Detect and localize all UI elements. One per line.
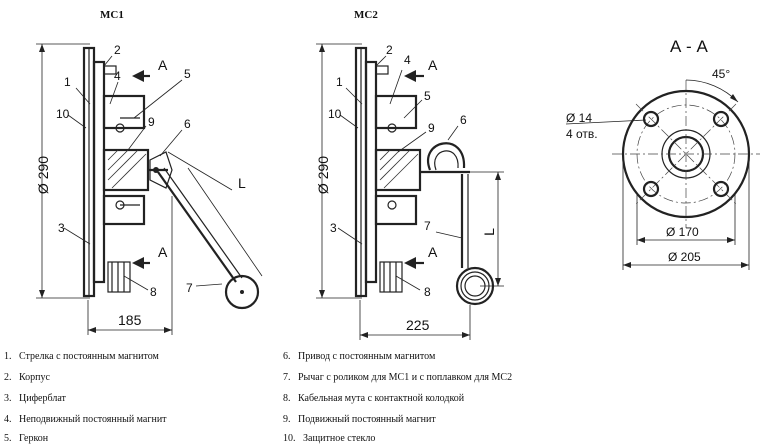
mc2-section-mark-bottom: А <box>428 244 438 260</box>
mc2-title: МС2 <box>354 9 378 21</box>
mc1-part-7: 7 <box>186 281 193 295</box>
legend-item: 3. Циферблат <box>4 393 66 404</box>
mc1-part-4: 4 <box>114 69 121 83</box>
legend-item: 7. Рычаг с роликом для МС1 и с поплавком… <box>283 372 513 383</box>
section-a-a: А - А 45° Ø 14 4 отв. Ø 170 Ø 205 <box>565 37 760 270</box>
outer-diameter-dimension: Ø 205 <box>668 250 701 264</box>
mc2-part-10: 10 <box>328 107 342 121</box>
mc1-part-10: 10 <box>56 107 70 121</box>
mc1-part-8: 8 <box>150 285 157 299</box>
legend-item: 5. Геркон <box>4 433 49 444</box>
mc1-title: МС1 <box>100 9 124 21</box>
mc1-lever-length: L <box>238 175 246 191</box>
mc2-part-1: 1 <box>336 75 343 89</box>
legend-item: 6. Привод с постоянным магнитом <box>283 351 436 362</box>
mc1-section-mark-bottom: А <box>158 244 168 260</box>
legend-item: 8. Кабельная мута с контактной колодкой <box>283 393 465 404</box>
mc2-height-dimension: Ø 290 <box>315 156 331 194</box>
mc2-part-9: 9 <box>428 121 435 135</box>
mc1-part-9: 9 <box>148 115 155 129</box>
legend-item: 10. Защитное стекло <box>283 433 376 444</box>
mc1-section-mark-top: А <box>158 57 168 73</box>
mc1-height-dimension: Ø 290 <box>35 156 51 194</box>
hole-count: 4 отв. <box>566 127 598 141</box>
mc2-drawing: МС2 Ø 290 L <box>315 9 504 340</box>
hole-diameter: Ø 14 <box>566 111 592 125</box>
mc2-part-6: 6 <box>460 113 467 127</box>
mc1-part-2: 2 <box>114 43 121 57</box>
mc2-section-mark-top: А <box>428 57 438 73</box>
mc1-part-1: 1 <box>64 75 71 89</box>
mc2-depth-dimension: 225 <box>406 317 430 333</box>
mc2-part-4: 4 <box>404 53 411 67</box>
section-title: А - А <box>670 37 708 56</box>
mc1-part-3: 3 <box>58 221 65 235</box>
angle-dimension: 45° <box>712 67 730 81</box>
mc1-part-6: 6 <box>184 117 191 131</box>
legend-item: 9. Подвижный постоянный магнит <box>283 414 436 425</box>
mc2-part-8: 8 <box>424 285 431 299</box>
legend-item: 2. Корпус <box>4 372 50 383</box>
mc2-part-5: 5 <box>424 89 431 103</box>
bolt-circle-dimension: Ø 170 <box>666 225 699 239</box>
mc1-drawing: МС1 Ø 290 <box>35 9 263 335</box>
legend-item: 1. Стрелка с постоянным магнитом <box>4 351 159 362</box>
mc2-part-3: 3 <box>330 221 337 235</box>
mc2-lever-length: L <box>481 228 497 236</box>
mc2-part-2: 2 <box>386 43 393 57</box>
mc1-depth-dimension: 185 <box>118 312 142 328</box>
mc1-part-5: 5 <box>184 67 191 81</box>
mc2-part-7: 7 <box>424 219 431 233</box>
legend-item: 4. Неподвижный постоянный магнит <box>4 414 167 425</box>
